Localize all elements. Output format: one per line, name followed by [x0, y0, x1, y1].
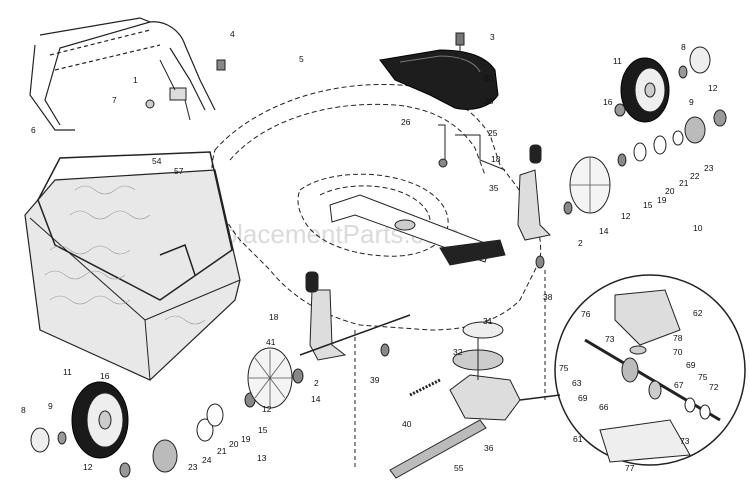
discharge-door: [379, 32, 499, 110]
rear-wheel-left: [30, 381, 129, 459]
label-5: 5: [299, 54, 304, 64]
label-70: 70: [673, 347, 683, 357]
label-8b: 8: [681, 42, 686, 52]
rear-wheel-right: [620, 46, 711, 123]
label-61: 61: [573, 434, 583, 444]
label-18a: 18: [269, 312, 279, 322]
label-12a: 12: [83, 462, 93, 472]
label-3: 3: [490, 32, 495, 42]
label-31: 31: [483, 316, 493, 326]
height-adjuster-left: [299, 271, 411, 361]
label-9b: 9: [689, 97, 694, 107]
label-7: 7: [112, 95, 117, 105]
label-75a: 75: [559, 363, 569, 373]
label-10: 10: [693, 223, 703, 233]
label-16a: 16: [100, 371, 110, 381]
label-40: 40: [402, 419, 412, 429]
label-11a: 11: [63, 367, 72, 377]
label-23b: 23: [704, 163, 714, 173]
label-55: 55: [454, 463, 464, 473]
label-12b: 12: [262, 404, 272, 414]
label-78: 78: [673, 333, 683, 343]
height-adjuster-right: [517, 144, 552, 241]
label-15b: 15: [643, 200, 653, 210]
label-32: 32: [453, 347, 463, 357]
label-57: 57: [174, 166, 184, 176]
hubcap-right: [563, 156, 611, 215]
label-6: 6: [31, 125, 36, 135]
label-4: 4: [230, 29, 235, 39]
handle-assembly: [29, 17, 216, 131]
bolt-and-rod: [438, 124, 506, 171]
label-20b: 20: [665, 186, 675, 196]
label-73a: 73: [605, 334, 615, 344]
label-54: 54: [152, 156, 162, 166]
label-14a: 14: [311, 394, 321, 404]
label-73b: 73: [680, 436, 690, 446]
label-19b: 19: [657, 195, 667, 205]
label-75b: 75: [698, 372, 708, 382]
grass-catcher: [24, 151, 241, 381]
hubcap-left: [247, 347, 304, 409]
label-16b: 16: [603, 97, 613, 107]
label-12c: 12: [621, 211, 631, 221]
label-41: 41: [266, 337, 276, 347]
label-66: 66: [599, 402, 609, 412]
label-15a: 15: [258, 425, 268, 435]
label-63: 63: [572, 378, 582, 388]
label-20a: 20: [229, 439, 239, 449]
label-23a: 23: [188, 462, 198, 472]
label-14b: 14: [599, 226, 609, 236]
label-21a: 21: [217, 446, 227, 456]
label-18b: 18: [491, 154, 501, 164]
label-60: 60: [484, 73, 494, 83]
label-77: 77: [625, 463, 635, 473]
label-12d: 12: [708, 83, 718, 93]
label-21b: 21: [679, 178, 689, 188]
label-25: 25: [488, 128, 498, 138]
label-62: 62: [693, 308, 703, 318]
gearbox-detail: [519, 274, 746, 466]
label-13: 13: [257, 453, 267, 463]
label-72: 72: [709, 382, 719, 392]
label-2b: 2: [578, 238, 583, 248]
label-38: 38: [543, 292, 553, 302]
label-9a: 9: [48, 401, 53, 411]
label-39: 39: [370, 375, 380, 385]
control-cable: [145, 59, 226, 121]
label-35: 35: [489, 183, 499, 193]
label-11b: 11: [613, 56, 622, 66]
label-67: 67: [674, 380, 684, 390]
label-19a: 19: [241, 434, 251, 444]
label-76: 76: [581, 309, 591, 319]
transmission: [354, 255, 546, 479]
right-drive-gears: [614, 103, 727, 167]
label-22: 22: [690, 171, 700, 181]
blade: [329, 194, 506, 266]
label-69a: 69: [686, 360, 696, 370]
label-36: 36: [484, 443, 494, 453]
part-labels: 1 2 2 3 4 5 6 7 8 8 9 9 10 11 11 12 12 1…: [21, 29, 719, 473]
label-2a: 2: [314, 378, 319, 388]
label-69b: 69: [578, 393, 588, 403]
label-28: 28: [484, 96, 494, 106]
label-8a: 8: [21, 405, 26, 415]
label-26: 26: [401, 117, 411, 127]
label-1: 1: [133, 75, 138, 85]
label-24: 24: [202, 455, 212, 465]
